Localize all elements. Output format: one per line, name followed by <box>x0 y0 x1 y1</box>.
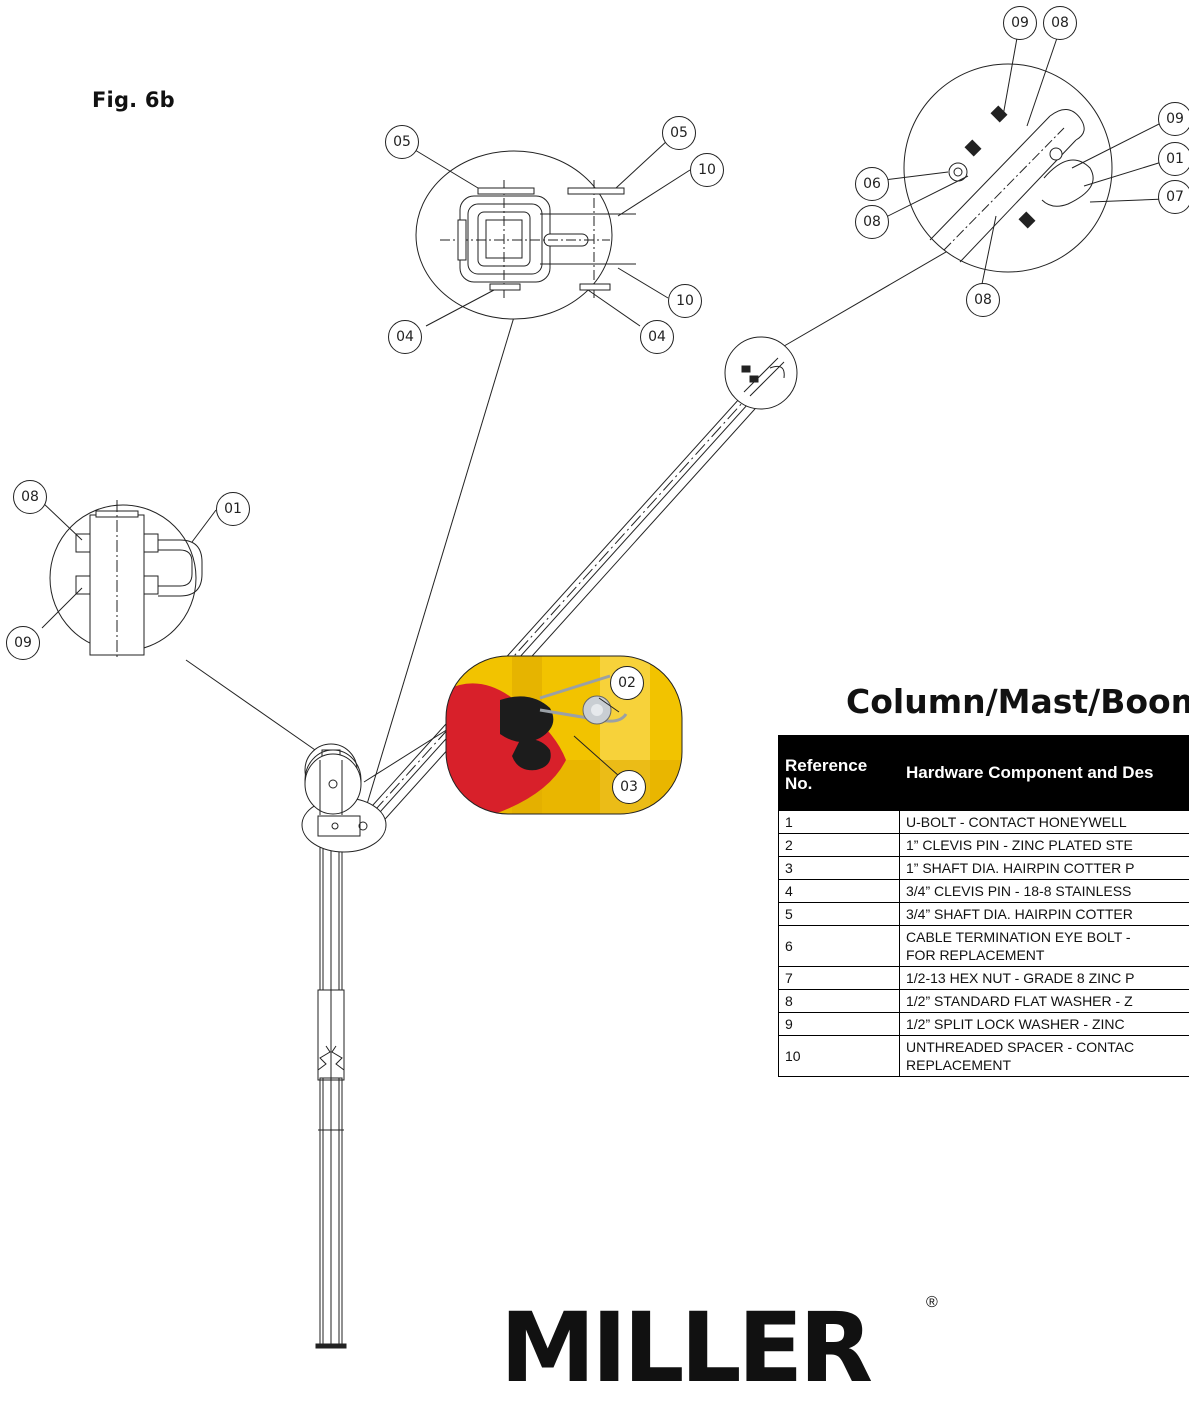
ref-cell: 4 <box>779 880 900 903</box>
header-reference-no: Reference No. <box>779 736 900 811</box>
desc-cell: 1” CLEVIS PIN - ZINC PLATED STE <box>900 834 1189 857</box>
desc-line-1: CABLE TERMINATION EYE BOLT - <box>906 928 1189 946</box>
ref-cell: 5 <box>779 903 900 926</box>
section-title: Column/Mast/Boom <box>846 682 1189 721</box>
desc-line-2: REPLACEMENT <box>906 1056 1189 1074</box>
callout-08-left: 08 <box>855 205 889 239</box>
desc-cell: 1/2” SPLIT LOCK WASHER - ZINC <box>900 1013 1189 1036</box>
callout-09-ubolt: 09 <box>6 626 40 660</box>
desc-line-1: UNTHREADED SPACER - CONTAC <box>906 1038 1189 1056</box>
desc-cell: CABLE TERMINATION EYE BOLT -FOR REPLACEM… <box>900 926 1189 967</box>
table-header-row: Reference No. Hardware Component and Des <box>779 736 1189 811</box>
callout-09-right: 09 <box>1158 102 1189 136</box>
desc-cell: 1/2” STANDARD FLAT WASHER - Z <box>900 990 1189 1013</box>
callout-03: 03 <box>612 770 646 804</box>
pin-photo <box>446 656 682 820</box>
callout-04-right: 04 <box>640 320 674 354</box>
desc-cell: 1” SHAFT DIA. HAIRPIN COTTER P <box>900 857 1189 880</box>
desc-cell: 3/4” CLEVIS PIN - 18-8 STAINLESS <box>900 880 1189 903</box>
callout-06: 06 <box>855 167 889 201</box>
desc-cell: 1/2-13 HEX NUT - GRADE 8 ZINC P <box>900 967 1189 990</box>
callout-10-bottom: 10 <box>668 284 702 318</box>
registered-mark: ® <box>926 1294 938 1312</box>
ref-cell: 10 <box>779 1036 900 1077</box>
ref-cell: 8 <box>779 990 900 1013</box>
ref-cell: 7 <box>779 967 900 990</box>
callout-08-ubolt: 08 <box>13 480 47 514</box>
ref-cell: 2 <box>779 834 900 857</box>
callout-01-ubolt: 01 <box>216 492 250 526</box>
ref-cell: 6 <box>779 926 900 967</box>
detail-ubolt <box>50 500 202 660</box>
desc-line-2: FOR REPLACEMENT <box>906 946 1189 964</box>
callout-04-left: 04 <box>388 320 422 354</box>
hardware-table: Reference No. Hardware Component and Des… <box>778 735 1189 1077</box>
figure-title: Fig. 6b <box>92 88 175 112</box>
hardware-table-wrapper: Reference No. Hardware Component and Des… <box>778 735 1189 1077</box>
callout-01-right: 01 <box>1158 142 1189 176</box>
callout-02: 02 <box>610 666 644 700</box>
detail-clevis <box>416 151 636 319</box>
callout-05-left: 05 <box>385 125 419 159</box>
ref-cell: 3 <box>779 857 900 880</box>
callout-05-right: 05 <box>662 116 696 150</box>
assembly-drawing <box>0 0 1189 1351</box>
callout-09-top: 09 <box>1003 6 1037 40</box>
desc-cell: U-BOLT - CONTACT HONEYWELL <box>900 811 1189 834</box>
miller-logo: MILLER <box>500 1300 869 1396</box>
callout-08-bottom: 08 <box>966 283 1000 317</box>
callout-08-top: 08 <box>1043 6 1077 40</box>
ref-cell: 9 <box>779 1013 900 1036</box>
callout-07-right: 07 <box>1158 180 1189 214</box>
header-component-description: Hardware Component and Des <box>900 736 1189 811</box>
ref-cell: 1 <box>779 811 900 834</box>
desc-cell: 3/4” SHAFT DIA. HAIRPIN COTTER <box>900 903 1189 926</box>
detail-boom-end <box>904 64 1112 272</box>
callout-10-top: 10 <box>690 153 724 187</box>
